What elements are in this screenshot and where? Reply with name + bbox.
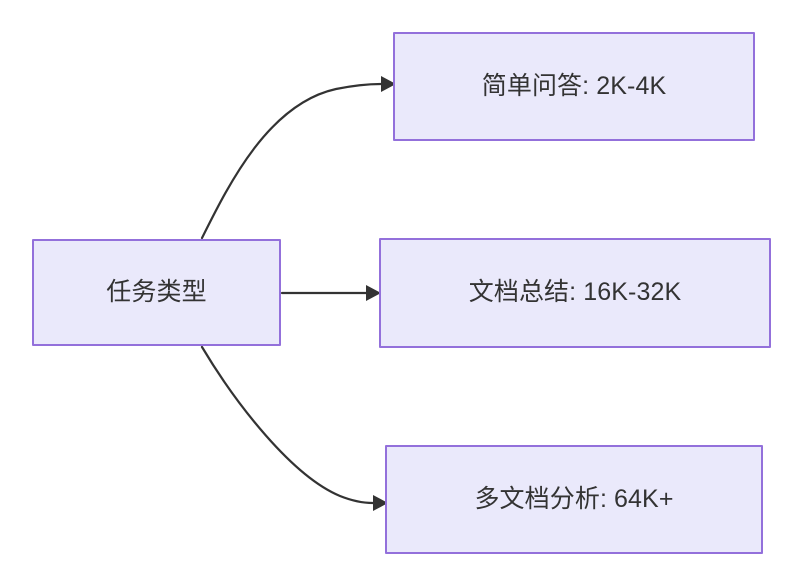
- node-root-label: 任务类型: [106, 277, 207, 306]
- edge-root-to-doc-summary: [280, 285, 381, 301]
- node-multidoc-label: 多文档分析: 64K+: [474, 484, 674, 513]
- edge-root-to-simple-qa: [200, 76, 396, 240]
- node-simple-qa[interactable]: 简单问答: 2K-4K: [393, 32, 755, 141]
- node-multidoc[interactable]: 多文档分析: 64K+: [385, 445, 763, 554]
- node-doc-summary-label: 文档总结: 16K-32K: [468, 278, 682, 307]
- edge-root-to-multidoc: [200, 345, 388, 511]
- node-root[interactable]: 任务类型: [32, 239, 281, 346]
- node-simple-qa-label: 简单问答: 2K-4K: [481, 71, 667, 100]
- node-doc-summary[interactable]: 文档总结: 16K-32K: [379, 238, 771, 348]
